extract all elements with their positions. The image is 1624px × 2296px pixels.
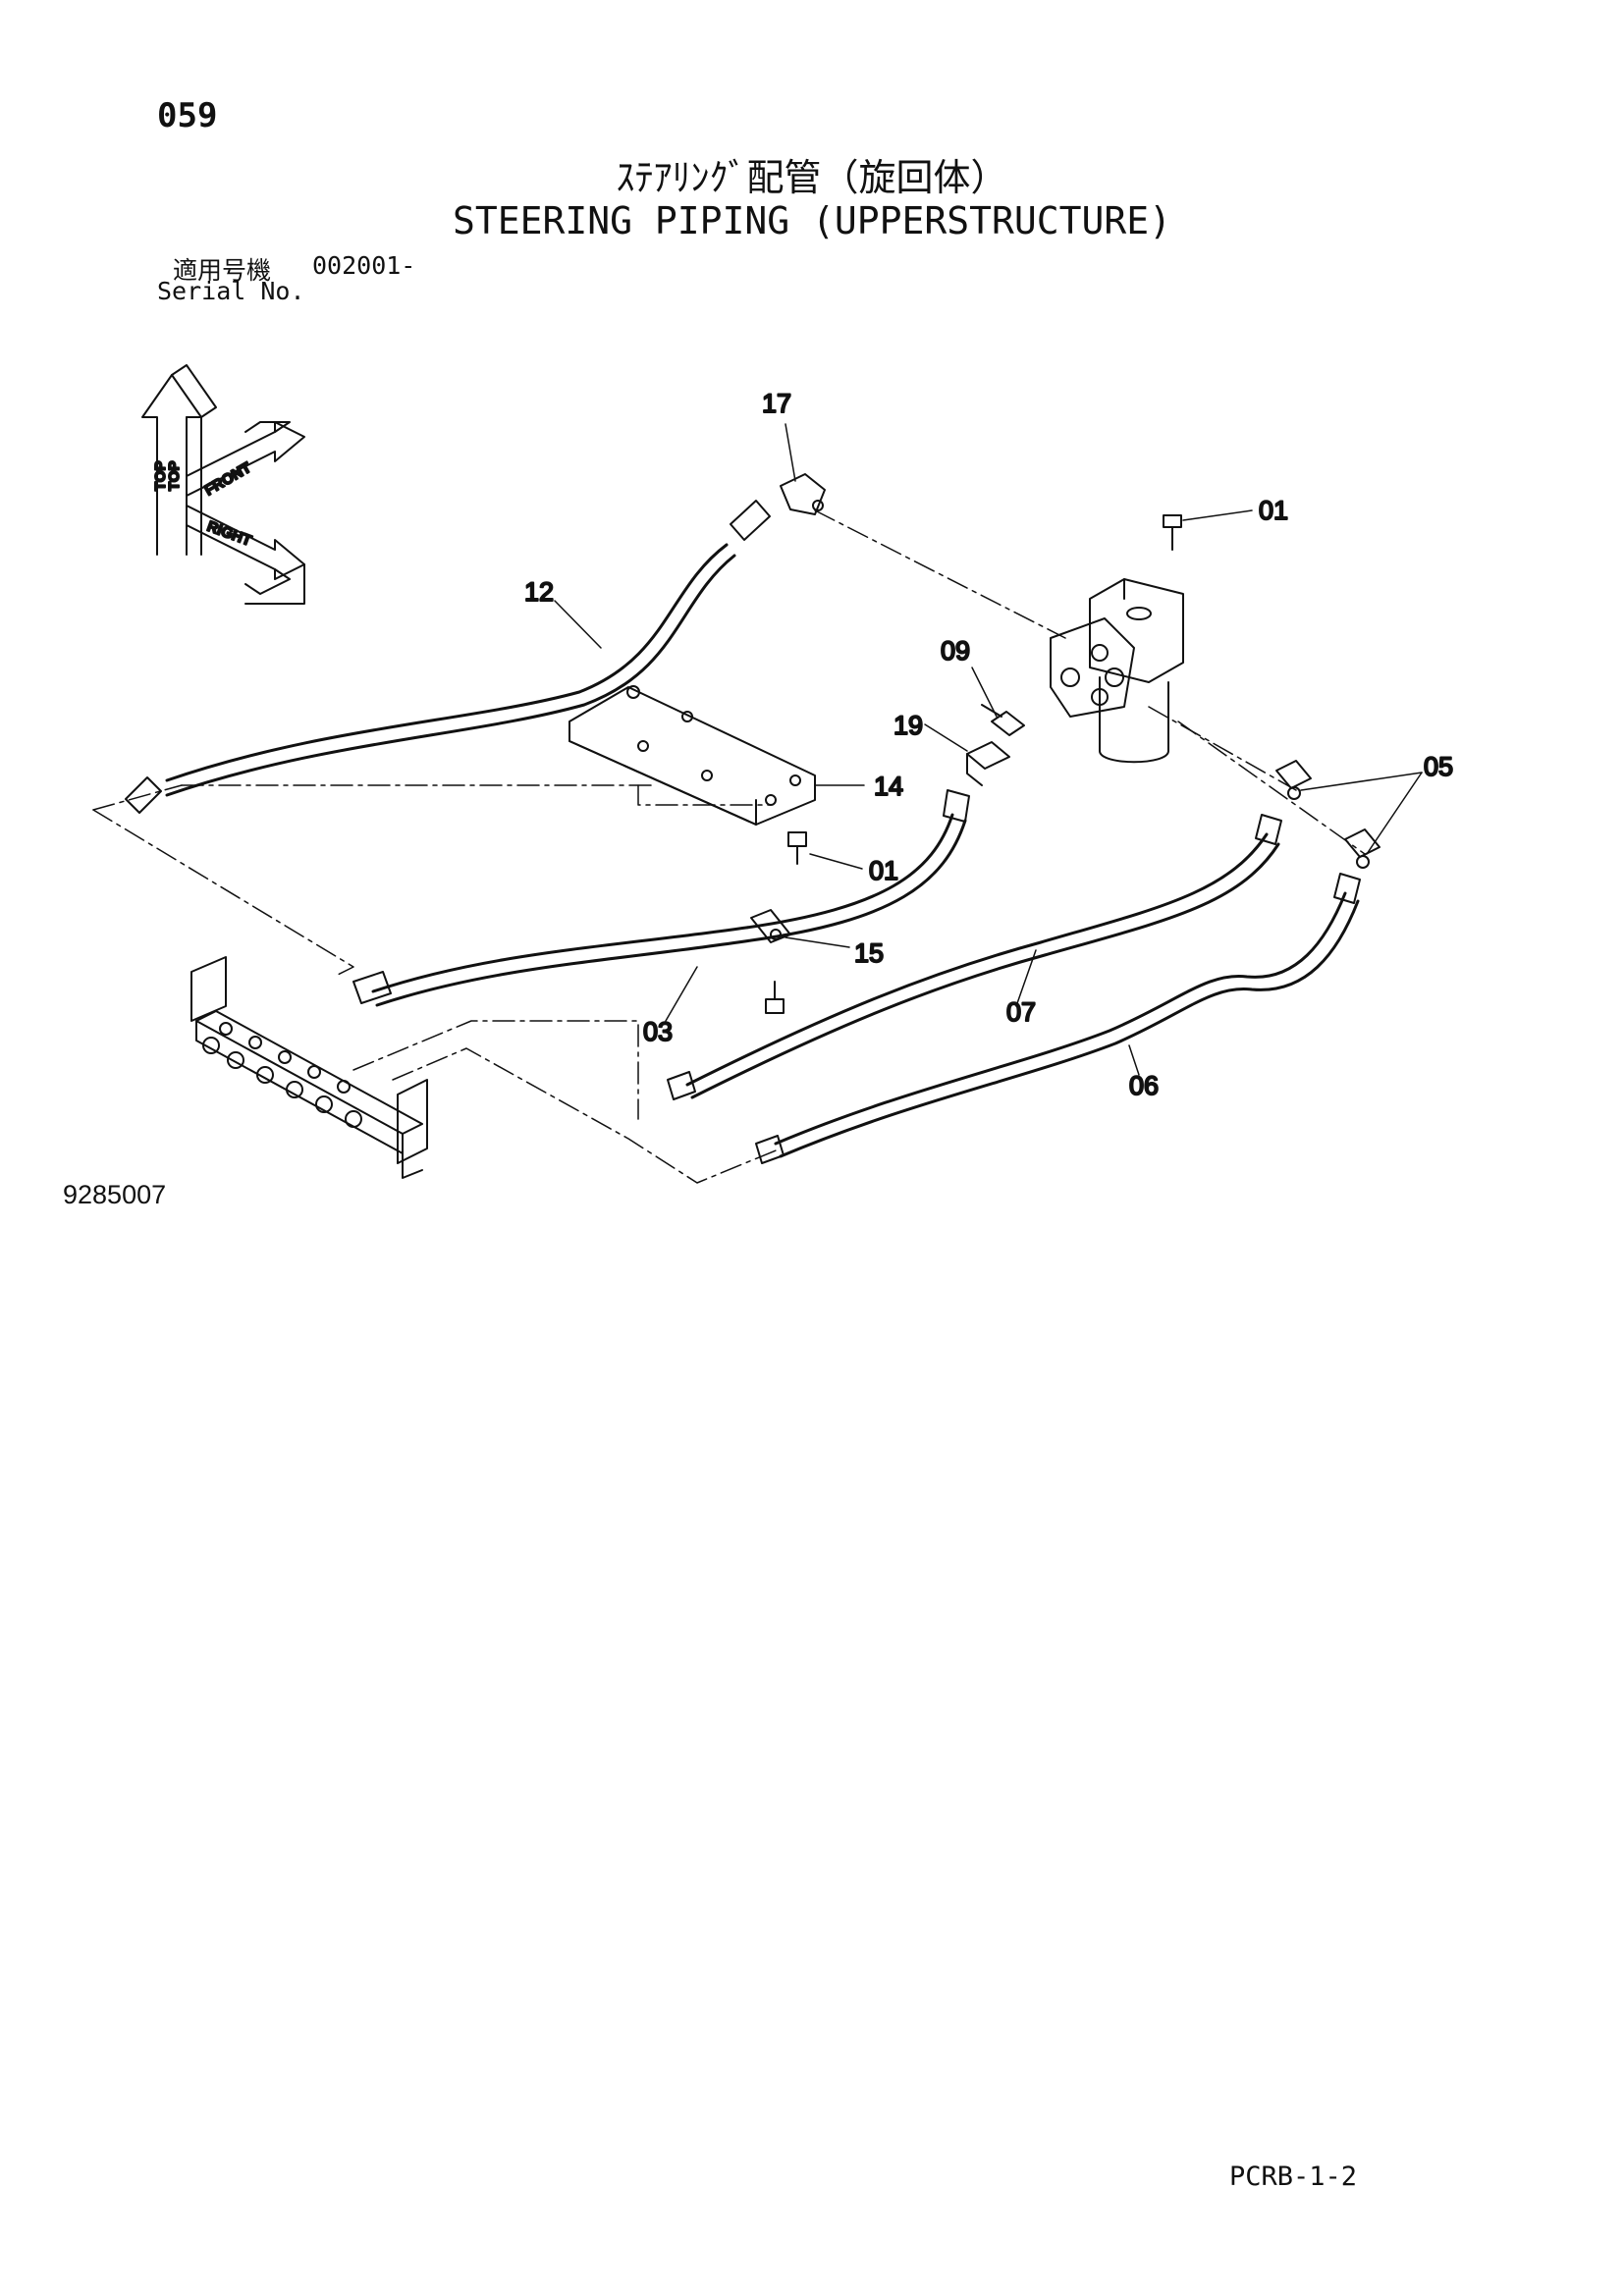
label-06: 06 [1129, 1071, 1159, 1100]
right-arrow-icon [186, 505, 305, 605]
label-09: 09 [941, 636, 970, 666]
hose-06-fitting-left [755, 1135, 785, 1164]
page-code: PCRB-1-2 [1229, 2162, 1358, 2192]
leader-lines [554, 423, 1423, 1076]
label-19: 19 [893, 711, 923, 740]
hose-07-fitting-right [1255, 814, 1282, 845]
elbow-05-upper [1275, 760, 1312, 800]
bracket-plate-14 [568, 685, 816, 826]
label-07: 07 [1006, 997, 1036, 1027]
elbow-05-lower [1344, 828, 1380, 869]
label-14: 14 [874, 772, 903, 801]
orientation-top-label: TOP [166, 460, 183, 491]
hose-06 [755, 873, 1361, 1164]
bolt-01-lower [787, 831, 807, 865]
steering-valve [1050, 578, 1184, 764]
hose-07-fitting-left [667, 1071, 696, 1100]
hose-07 [667, 814, 1282, 1100]
label-12: 12 [524, 577, 554, 607]
label-03: 03 [643, 1017, 673, 1046]
label-01-lower: 01 [869, 856, 898, 885]
orientation-top-label-2: TOP [152, 460, 169, 491]
elbow-17 [780, 473, 826, 515]
clip-15 [750, 909, 791, 943]
hose-03 [352, 789, 970, 1007]
label-15: 15 [854, 938, 884, 968]
front-arrow-icon [186, 421, 305, 497]
bolt-lower-clip [765, 981, 785, 1014]
bolt-01-upper [1163, 514, 1182, 551]
top-arrow-icon [141, 364, 217, 556]
title-japanese: ｽﾃｱﾘﾝｸﾞ配管（旋回体） [616, 156, 1008, 199]
serial-label-english: Serial No. [157, 277, 305, 305]
serial-label-japanese: 適用号機 [173, 256, 272, 285]
hose-12-fitting-left [125, 776, 162, 814]
label-01-upper: 01 [1259, 496, 1288, 525]
control-valve-block [190, 956, 428, 1179]
page-number: 059 [157, 96, 218, 135]
hose-03-fitting-left [352, 971, 392, 1004]
label-17: 17 [762, 389, 791, 418]
hose-12 [125, 500, 771, 814]
serial-value: 002001- [312, 251, 416, 280]
guide-lines [92, 509, 1366, 1184]
hose-06-fitting-right [1333, 873, 1361, 904]
hose-12-fitting-top [730, 500, 771, 541]
fitting-09 [981, 704, 1025, 736]
hose-03-fitting-right [943, 789, 970, 823]
elbow-19 [966, 741, 1010, 786]
orientation-indicator: TOP TOP FRONT RIGHT [141, 364, 305, 605]
figure-number: 9285007 [63, 1180, 167, 1209]
orientation-right-label: RIGHT [205, 518, 254, 550]
label-05: 05 [1424, 752, 1453, 781]
title-english: STEERING PIPING (UPPERSTRUCTURE) [452, 199, 1172, 242]
